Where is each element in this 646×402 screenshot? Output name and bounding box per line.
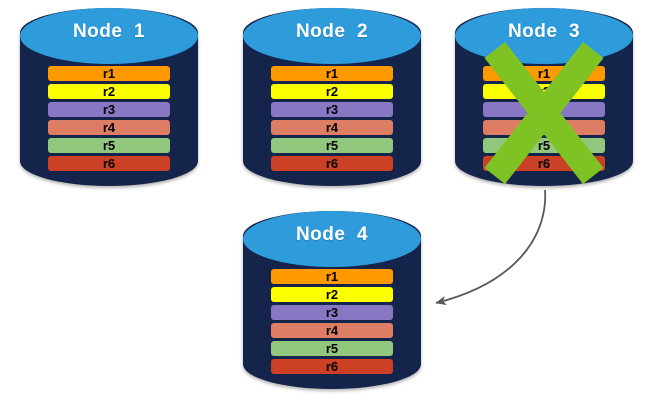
row-r1[interactable]: r1 xyxy=(48,66,170,81)
node-2-cylinder-top xyxy=(243,8,421,64)
row-r6[interactable]: r6 xyxy=(271,156,393,171)
node-4-row-stack: r1 r2 r3 r4 r5 r6 xyxy=(271,269,393,374)
node-3-row-stack: r1 r2 r3 r4 r5 r6 xyxy=(483,66,605,171)
row-r4[interactable]: r4 xyxy=(271,323,393,338)
row-r2[interactable]: r2 xyxy=(271,287,393,302)
row-r3[interactable]: r3 xyxy=(48,102,170,117)
node-3-label: Node 3 xyxy=(507,21,581,42)
node-2[interactable]: Node 2 r1 r2 r3 r4 r5 r6 xyxy=(243,8,421,186)
node-1-row-stack: r1 r2 r3 r4 r5 r6 xyxy=(48,66,170,171)
row-r2[interactable]: r2 xyxy=(483,84,605,99)
row-r5[interactable]: r5 xyxy=(271,138,393,153)
row-r5[interactable]: r5 xyxy=(271,341,393,356)
row-r6[interactable]: r6 xyxy=(483,156,605,171)
failover-arrow-path xyxy=(435,189,547,306)
row-r4[interactable]: r4 xyxy=(483,120,605,135)
row-r4[interactable]: r4 xyxy=(271,120,393,135)
row-r3[interactable]: r3 xyxy=(271,305,393,320)
row-r2[interactable]: r2 xyxy=(271,84,393,99)
row-r4[interactable]: r4 xyxy=(48,120,170,135)
node-1-label: Node 1 xyxy=(72,21,146,42)
row-r5[interactable]: r5 xyxy=(48,138,170,153)
row-r1[interactable]: r1 xyxy=(271,66,393,81)
node-1-cylinder-top xyxy=(20,8,198,64)
row-r1[interactable]: r1 xyxy=(483,66,605,81)
row-r3[interactable]: r3 xyxy=(483,102,605,117)
node-1[interactable]: Node 1 r1 r2 r3 r4 r5 r6 xyxy=(20,8,198,186)
node-2-label: Node 2 xyxy=(295,21,369,42)
row-r3[interactable]: r3 xyxy=(271,102,393,117)
row-r1[interactable]: r1 xyxy=(271,269,393,284)
row-r6[interactable]: r6 xyxy=(48,156,170,171)
row-r2[interactable]: r2 xyxy=(48,84,170,99)
row-r6[interactable]: r6 xyxy=(271,359,393,374)
row-r5[interactable]: r5 xyxy=(483,138,605,153)
node-2-row-stack: r1 r2 r3 r4 r5 r6 xyxy=(271,66,393,171)
node-4-label: Node 4 xyxy=(295,224,369,245)
node-4-cylinder-top xyxy=(243,211,421,267)
node-4[interactable]: Node 4 r1 r2 r3 r4 r5 r6 xyxy=(243,211,421,389)
node-3[interactable]: Node 3 r1 r2 r3 r4 r5 r6 xyxy=(455,8,633,186)
